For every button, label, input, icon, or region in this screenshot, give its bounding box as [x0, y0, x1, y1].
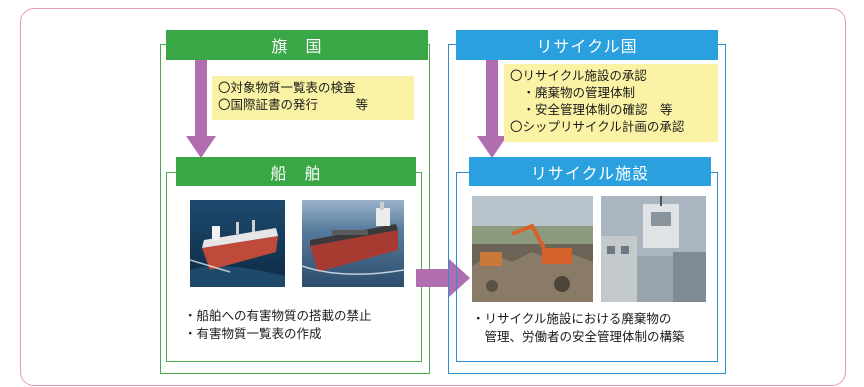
facility-photo-1	[472, 196, 593, 302]
facility-bullet-1: ・リサイクル施設における廃棄物の	[472, 311, 672, 326]
ship-photo-2	[302, 200, 404, 287]
facility-bullet-2: 管理、労働者の安全管理体制の構築	[472, 329, 685, 344]
recycling-state-header: リサイクル国	[456, 30, 718, 60]
flag-to-ship-arrow	[186, 60, 216, 158]
facility-header: リサイクル施設	[469, 157, 711, 186]
ship-header: 船 舶	[176, 157, 416, 186]
ship-photo-1	[190, 200, 285, 287]
flag-state-header: 旗 国	[166, 30, 428, 60]
ship-bullets: ・船舶への有害物質の搭載の禁止 ・有害物質一覧表の作成	[184, 307, 414, 343]
recycling-note-4: 〇シップリサイクル計画の承認	[510, 119, 685, 134]
ship-to-facility-arrow	[416, 258, 470, 298]
facility-title: リサイクル施設	[530, 163, 650, 183]
facility-bullets: ・リサイクル施設における廃棄物の 管理、労働者の安全管理体制の構築	[472, 310, 712, 346]
recycling-to-facility-arrow	[477, 60, 507, 158]
flag-state-title: 旗 国	[271, 37, 323, 56]
ship-title: 船 舶	[270, 163, 322, 183]
outer-frame	[20, 8, 846, 386]
recycling-note-2: ・廃棄物の管理体制	[510, 85, 636, 100]
recycling-state-notes: 〇リサイクル施設の承認 ・廃棄物の管理体制 ・安全管理体制の確認 等 〇シップリ…	[504, 64, 718, 142]
flag-note-2: 〇国際証書の発行 等	[218, 97, 369, 112]
flag-state-notes: 〇対象物質一覧表の検査 〇国際証書の発行 等	[212, 76, 414, 120]
recycling-state-title: リサイクル国	[536, 37, 638, 56]
ship-bullet-2: ・有害物質一覧表の作成	[184, 326, 322, 341]
recycling-note-1: 〇リサイクル施設の承認	[510, 68, 647, 83]
ship-bullet-1: ・船舶への有害物質の搭載の禁止	[184, 308, 372, 323]
recycling-note-3: ・安全管理体制の確認 等	[510, 102, 673, 117]
flag-note-1: 〇対象物質一覧表の検査	[218, 80, 356, 95]
facility-photo-2	[601, 196, 706, 302]
